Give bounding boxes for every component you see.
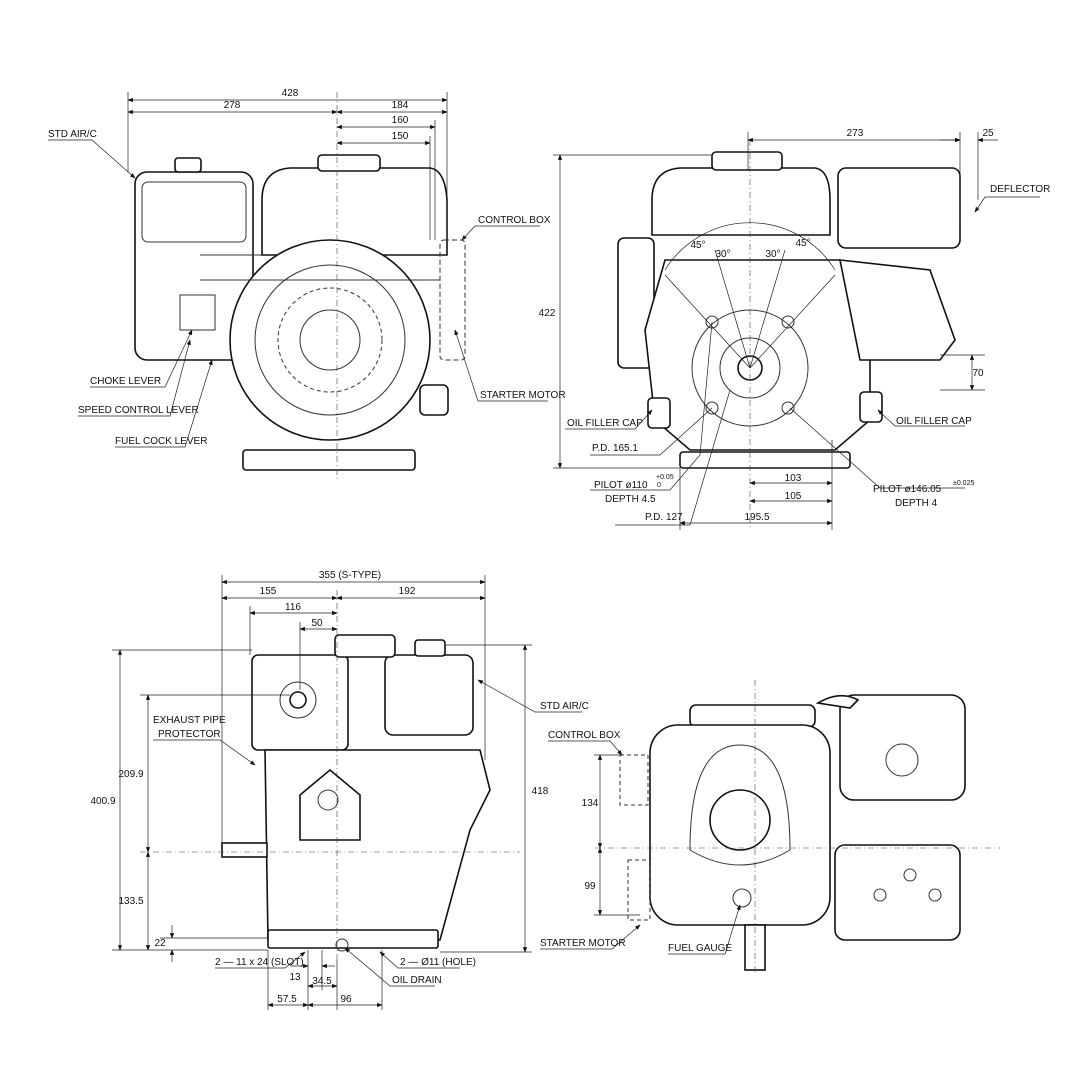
dim-tank: 160 [392, 115, 409, 126]
callout-depth-4-5: DEPTH 4.5 [605, 494, 656, 505]
view-top: 134 99 CONTROL BOX STARTER MOTOR FUEL GA… [540, 680, 1000, 975]
callout-choke-lever: CHOKE LEVER [90, 376, 161, 387]
callout-air-cleaner: STD AIR/C [48, 129, 97, 140]
dim-99: 99 [584, 881, 596, 892]
callout-pilot-110: PILOT ø110 [594, 480, 648, 491]
callout-exhaust-pipe: EXHAUST PIPE [153, 715, 226, 726]
dimension-lines-front [48, 92, 548, 480]
dim-103: 103 [785, 473, 802, 484]
dim-155: 155 [260, 586, 277, 597]
dim-right-width: 184 [392, 100, 409, 111]
callout-pd-127: P.D. 127 [645, 512, 683, 523]
engine-outline-pto [617, 151, 961, 469]
engine-outline-side [221, 634, 491, 952]
dim-shaft-70: 70 [972, 368, 984, 379]
dim-22: 22 [154, 938, 166, 949]
callout-oil-filler-cap-right: OIL FILLER CAP [896, 416, 972, 427]
dim-pto-width: 273 [847, 128, 864, 139]
angle-label: 30° [715, 249, 730, 260]
dim-134: 134 [582, 798, 599, 809]
dim-96: 96 [340, 994, 352, 1005]
dimension-lines-pto [553, 132, 1040, 530]
callout-speed-control-lever: SPEED CONTROL LEVER [78, 405, 199, 416]
dim-side-overall: 355 (S-TYPE) [319, 570, 381, 581]
dim-13: 13 [289, 972, 301, 983]
angle-label: 30° [765, 249, 780, 260]
dim-50: 50 [311, 618, 323, 629]
callout-oil-drain: OIL DRAIN [392, 975, 442, 986]
angle-label: 45° [795, 238, 810, 249]
callout-slot: 2 — 11 x 24 (SLOT) [215, 957, 304, 968]
view-side: 355 (S-TYPE) 155 192 116 50 400.9 209.9 … [90, 570, 589, 1010]
dim-418: 418 [532, 786, 549, 797]
pilot-110-tol-upper: +0.05 [656, 474, 674, 481]
callout-exhaust-protector: PROTECTOR [158, 729, 221, 740]
callout-pilot-146: PILOT ø146.05 [873, 484, 942, 495]
callout-control-box-top: CONTROL BOX [548, 730, 621, 741]
callout-control-box: CONTROL BOX [478, 215, 551, 226]
pilot-146-tol: ±0.025 [953, 480, 974, 487]
engine-outline-front [134, 154, 466, 471]
callout-air-cleaner-side: STD AIR/C [540, 701, 589, 712]
dim-34-5: 34.5 [312, 976, 332, 987]
dim-209-9: 209.9 [118, 769, 143, 780]
dim-height-422: 422 [539, 308, 556, 319]
dim-133-5: 133.5 [118, 896, 143, 907]
dim-overall-width: 428 [282, 88, 299, 99]
dim-116: 116 [285, 602, 301, 613]
dim-cap: 150 [392, 131, 409, 142]
dim-left-width: 278 [224, 100, 241, 111]
callout-starter-motor: STARTER MOTOR [480, 390, 566, 401]
callout-depth-4: DEPTH 4 [895, 498, 938, 509]
dim-195-5: 195.5 [744, 512, 769, 523]
callout-fuel-gauge: FUEL GAUGE [668, 943, 732, 954]
view-pto: 273 25 422 70 45° 30° 30° 45° DEFLECTOR … [539, 128, 1050, 530]
callout-fuel-cock-lever: FUEL COCK LEVER [115, 436, 207, 447]
callout-deflector: DEFLECTOR [990, 184, 1050, 195]
dim-57-5: 57.5 [277, 994, 297, 1005]
dim-105: 105 [785, 491, 802, 502]
angle-label: 45° [690, 240, 705, 251]
dim-deflector-offset: 25 [982, 128, 994, 139]
callout-hole: 2 — Ø11 (HOLE) [400, 957, 476, 968]
pilot-110-tol-lower: 0 [657, 482, 661, 489]
dim-192: 192 [399, 586, 416, 597]
engine-outline-top [619, 694, 966, 971]
dimension-lines-top [540, 680, 1000, 975]
dim-400-9: 400.9 [90, 796, 115, 807]
callout-oil-filler-cap-left: OIL FILLER CAP [567, 418, 643, 429]
callout-starter-motor-top: STARTER MOTOR [540, 938, 626, 949]
callout-pd-165: P.D. 165.1 [592, 443, 638, 454]
dimension-lines-side [112, 575, 582, 1010]
view-front: 428 278 184 160 150 STD AIR/C CONTROL BO… [48, 88, 566, 480]
